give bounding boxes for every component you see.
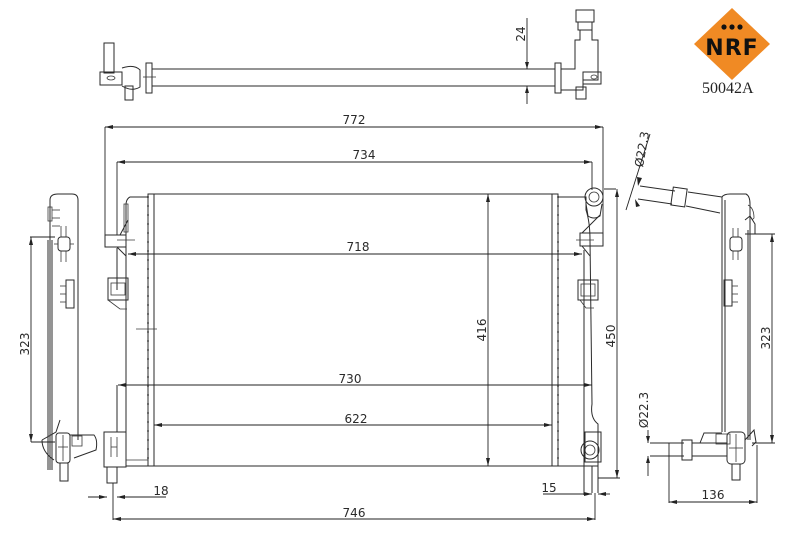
logo-text: NRF	[705, 36, 758, 61]
dim-upper-pipe-diameter: Ø22.3	[632, 130, 652, 168]
dim-core-width-lower: 730	[339, 372, 362, 386]
dim-core-height: 416	[475, 319, 489, 342]
dim-bracket-width: 734	[353, 148, 376, 162]
nrf-logo: NRF	[680, 6, 784, 80]
dim-overall-height: 450	[604, 325, 618, 348]
part-number: 50042A	[702, 80, 754, 97]
dim-pin-spacing: 746	[343, 506, 366, 520]
dim-tube-diameter: 24	[514, 26, 528, 41]
dim-left-side-height: 323	[18, 333, 32, 356]
dim-right-side-height: 323	[759, 327, 773, 350]
top-view: 24	[99, 9, 602, 104]
dim-side-depth: 136	[702, 488, 725, 502]
dim-core-width-top: 718	[347, 240, 370, 254]
dim-overall-width: 772	[343, 113, 366, 127]
dim-left-pin-offset: 18	[153, 484, 168, 498]
dim-right-pin-offset: 15	[541, 481, 556, 495]
left-side-view: 323	[18, 193, 98, 482]
dim-lower-pipe-diameter: Ø22.3	[637, 392, 651, 428]
dim-core-width-inner: 622	[345, 412, 368, 426]
logo-diamond-shape	[694, 8, 770, 80]
right-side-view: Ø22.3 Ø22.3 323 136	[625, 130, 775, 504]
front-view: 772 734	[88, 113, 620, 521]
